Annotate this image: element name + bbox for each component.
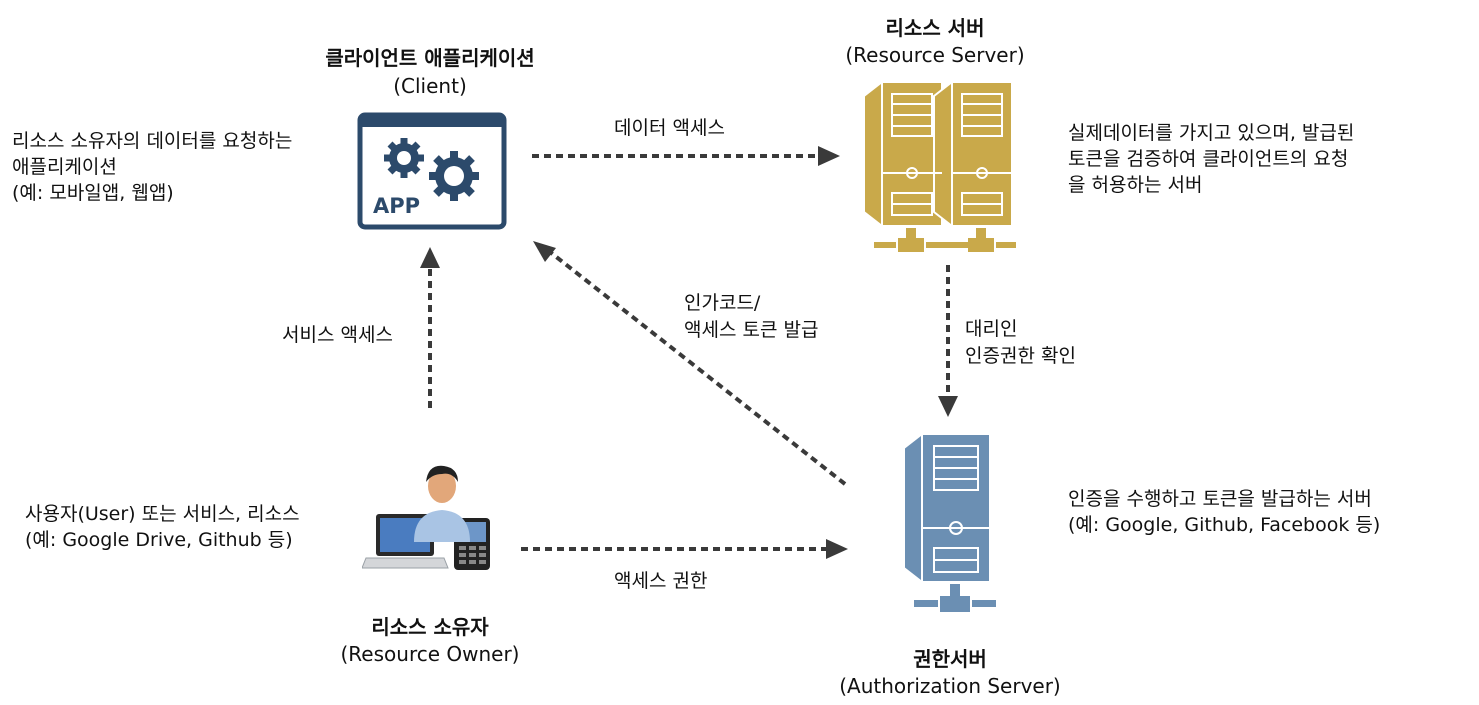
resource-owner-title: 리소스 소유자: [371, 615, 489, 639]
label-data-access: 데이터 액세스: [614, 117, 725, 139]
authorization-server-title: 권한서버: [913, 647, 987, 671]
app-window-icon: APP: [357, 112, 507, 230]
arrowhead-delegate-auth: [938, 396, 958, 417]
resource-server-subtitle: (Resource Server): [845, 43, 1025, 67]
label-delegate-auth-line: 인증권한 확인: [965, 345, 1076, 367]
resource-owner-subtitle: (Resource Owner): [340, 642, 520, 666]
label-auth-code-line: 인가코드/: [684, 292, 761, 314]
label-delegate-auth: 대리인 인증권한 확인: [965, 316, 1076, 370]
client-subtitle: (Client): [393, 74, 467, 98]
label-access-grant: 액세스 권한: [614, 570, 708, 592]
authorization-server-desc-line: (예: Google, Github, Facebook 등): [1068, 514, 1381, 536]
authorization-server-description: 인증을 수행하고 토큰을 발급하는 서버 (예: Google, Github,…: [1068, 486, 1380, 538]
resource-server-desc-line: 을 허용하는 서버: [1068, 174, 1203, 196]
client-title: 클라이언트 애플리케이션: [325, 46, 535, 70]
resource-server-icon: [863, 80, 1016, 252]
resource-owner-description: 사용자(User) 또는 서비스, 리소스 (예: Google Drive, …: [25, 501, 300, 553]
resource-owner-icon: [362, 465, 490, 570]
authorization-server-subtitle: (Authorization Server): [839, 674, 1061, 698]
resource-server-description: 실제데이터를 가지고 있으며, 발급된 토큰을 검증하여 클라이언트의 요청 을…: [1068, 120, 1354, 198]
label-auth-code: 인가코드/ 액세스 토큰 발급: [684, 290, 818, 344]
authorization-server-icon: [903, 432, 996, 612]
arrowhead-access-grant: [826, 539, 848, 559]
client-description: 리소스 소유자의 데이터를 요청하는 애플리케이션 (예: 모바일앱, 웹앱): [12, 128, 292, 206]
label-auth-code-line: 액세스 토큰 발급: [684, 319, 819, 341]
arrowhead-data-access: [818, 146, 840, 166]
resource-owner-desc-line: 사용자(User) 또는 서비스, 리소스: [25, 503, 300, 525]
arrowhead-auth-code: [533, 241, 556, 262]
gear-icon-small: [384, 138, 424, 178]
resource-owner-desc-line: (예: Google Drive, Github 등): [25, 529, 293, 551]
arrowhead-service-access: [420, 247, 440, 268]
resource-server-title: 리소스 서버: [885, 16, 985, 40]
label-service-access: 서비스 액세스: [282, 324, 393, 346]
resource-server-desc-line: 실제데이터를 가지고 있으며, 발급된: [1068, 122, 1355, 144]
client-desc-line: 애플리케이션: [12, 156, 117, 178]
client-desc-line: (예: 모바일앱, 웹앱): [12, 182, 174, 204]
label-delegate-auth-line: 대리인: [965, 318, 1018, 340]
person-icon: [414, 465, 470, 542]
resource-server-desc-line: 토큰을 검증하여 클라이언트의 요청: [1068, 148, 1349, 170]
authorization-server-desc-line: 인증을 수행하고 토큰을 발급하는 서버: [1068, 488, 1372, 510]
app-label: APP: [373, 194, 420, 218]
gear-icon-large: [429, 151, 479, 201]
arrow-auth-code: [548, 250, 847, 486]
laptop-icon: [362, 514, 449, 569]
client-desc-line: 리소스 소유자의 데이터를 요청하는: [12, 130, 293, 152]
